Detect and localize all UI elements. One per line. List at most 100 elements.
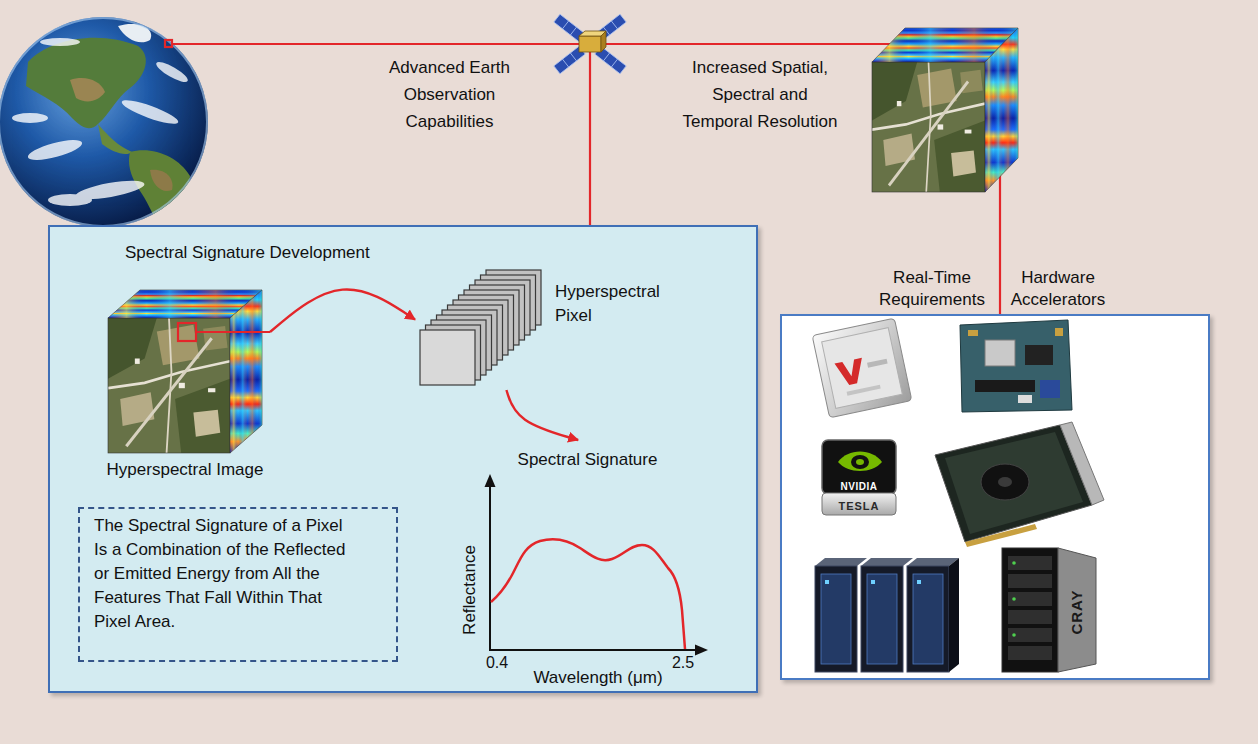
hyperspectral-cube [108,318,230,453]
figure-box: Hyperspectral Image [100,285,270,485]
text-slot: Spectral Signature [460,450,715,470]
satellite [562,59,568,67]
hyperspectral-cube [872,28,1018,62]
gpu-card [981,464,1029,500]
satellite [570,27,576,35]
text-slot: NVIDIA [822,476,896,494]
cray-cabinet [1058,548,1096,672]
satellite [579,31,606,36]
earth-globe [12,24,190,234]
text-slot: The Spectral Signature of a Pixel Is a C… [94,514,352,634]
satellite [570,53,576,61]
satellite [554,14,585,42]
text-label: Advanced Earth Observation Capabilities [367,54,532,135]
fpga-board [968,330,978,336]
pixel-stack [420,270,541,385]
server-racks [815,566,857,672]
pixel-stack [431,320,486,375]
fpga-chip [812,318,912,418]
satellite [554,46,585,74]
earth-globe [154,59,190,86]
satellite [603,27,609,35]
hyperspectral-cube [108,290,262,453]
chart-heading: Spectral Signature [518,450,658,470]
text-slot: 0.4 [482,654,512,672]
text-label: CRAY [1067,589,1087,634]
earth-globe [12,113,48,123]
satellite [595,14,626,42]
pixel-stack [437,315,492,370]
fpga-board [1040,380,1060,398]
satellite [611,59,617,67]
hyperspectral-cube [985,28,1018,192]
fpga-board [975,380,1035,392]
pixel-stack [470,285,525,340]
satellite [554,14,585,42]
fpga-board [1025,345,1053,365]
server-racks [907,558,959,566]
pixel-stack [448,305,503,360]
text-slot: Hardware Accelerators [998,267,1118,311]
hyperspectral-cube [108,290,262,318]
pixel-stack [442,310,497,365]
cray-cabinet [1008,574,1052,588]
cray-cabinet [1008,646,1052,660]
spectral-chart [489,484,491,651]
earth-globe [118,24,151,42]
nvidia-logo [851,455,869,469]
nvidia-logo [838,452,882,472]
text-slot: Wavelength (μm) [523,668,673,688]
figure-caption: Hyperspectral Image [107,459,264,481]
chart-box: Spectral Signature [460,440,715,685]
text-slot: Advanced Earth Observation Capabilities [367,54,532,135]
satellite [601,31,606,52]
nvidia-logo [822,440,896,494]
signal-line [999,170,1001,314]
pixel-stack [481,275,536,330]
server-racks [815,558,959,672]
text-slot: Real-Time Requirements [872,267,992,311]
gpu-card [935,425,1092,542]
text-slot: CRAY [1067,577,1087,647]
text-label: Wavelength (μm) [533,668,662,688]
cray-cabinet [1008,628,1052,642]
flow-arrow [270,289,415,332]
flow-arrow [506,390,578,440]
fpga-board [1018,395,1032,403]
note-text: The Spectral Signature of a Pixel Is a C… [94,514,352,634]
satellite [595,46,626,74]
pixel-stack [453,300,508,355]
text-slot: Hyperspectral Image [100,459,270,481]
cray-cabinet [1008,556,1052,570]
earth-globe [120,96,180,128]
hardware-box: Real-Time RequirementsHardware Accelerat… [780,314,1210,680]
satellite [562,21,568,29]
fpga-board [1055,328,1063,336]
server-racks [815,558,867,566]
fpga-board [960,320,1072,412]
text-slot: Hyperspectral Pixel [555,280,670,328]
text-slot: TESLA [822,496,896,514]
fpga-chip [812,318,912,418]
text-slot: Reflectance [460,540,480,640]
satellite [554,14,626,74]
figure-caption: Hyperspectral Pixel [555,280,670,328]
satellite [595,14,626,42]
cray-cabinet [1012,633,1016,637]
hyperspectral-cube [985,28,1018,192]
cray-cabinet [1008,592,1052,606]
signal-line [165,40,172,47]
spectral-chart [485,474,496,487]
nvidia-logo [822,440,896,515]
spectral-chart [695,645,708,656]
earth-globe [26,38,146,129]
pixel-stack [459,295,514,350]
hyperspectral-cube [872,28,1018,192]
fpga-chip [867,359,888,368]
earth-globe [70,78,105,101]
text-label: TESLA [838,499,879,513]
note-box: The Spectral Signature of a Pixel Is a C… [78,507,398,662]
earth-globe [0,18,207,226]
server-racks [913,574,943,664]
panel-box: Spectral Signature DevelopmentHyperspect… [48,225,758,693]
